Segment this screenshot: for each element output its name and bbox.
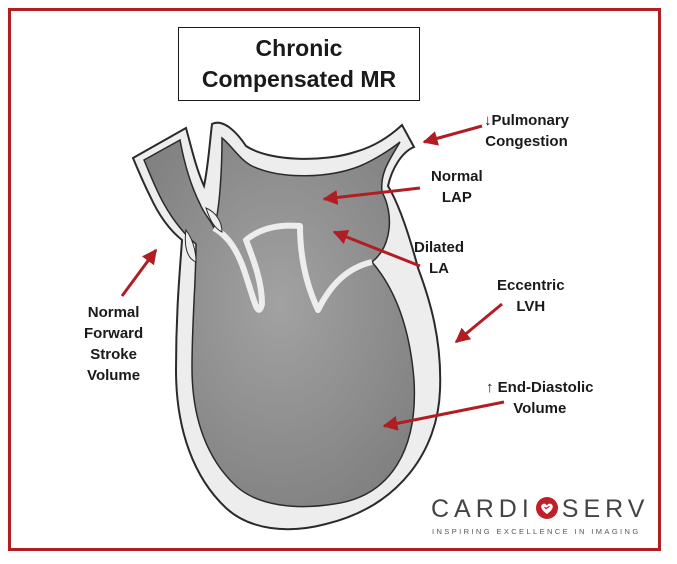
arrow-lap bbox=[322, 186, 421, 205]
arrow-edv bbox=[382, 400, 505, 431]
label-dilated-la: Dilated LA bbox=[414, 239, 465, 277]
cardioserv-logo: CARDI SERV INSPIRING EXCELLENCE IN IMAGI… bbox=[431, 495, 645, 540]
title-box: Chronic Compensated MR bbox=[178, 27, 420, 101]
label-eccentric-lvh: Eccentric LVH bbox=[497, 277, 565, 315]
logo-wordmark: CARDI SERV bbox=[431, 495, 649, 524]
title-line-1: Chronic bbox=[255, 35, 343, 61]
label-pulmonary-congestion: ↓Pulmonary Congestion bbox=[484, 112, 570, 150]
label-end-diastolic-volume: ↑ End-Diastolic Volume bbox=[486, 379, 594, 417]
arrow-pulmonary bbox=[422, 124, 483, 146]
logo-brand-right: SERV bbox=[561, 495, 650, 523]
arrow-lvh bbox=[454, 302, 503, 344]
title-line-2: Compensated MR bbox=[201, 66, 397, 92]
heart-logo-icon bbox=[535, 497, 558, 519]
valve-leaflets bbox=[212, 222, 373, 313]
arrow-la bbox=[332, 229, 421, 268]
logo-brand-left: CARDI bbox=[431, 495, 534, 523]
label-normal-lap: Normal LAP bbox=[431, 168, 483, 206]
label-forward-stroke-volume: Normal Forward Stroke Volume bbox=[84, 304, 144, 384]
arrow-forward bbox=[120, 248, 158, 297]
logo-tagline: INSPIRING EXCELLENCE IN IMAGING bbox=[432, 527, 641, 536]
